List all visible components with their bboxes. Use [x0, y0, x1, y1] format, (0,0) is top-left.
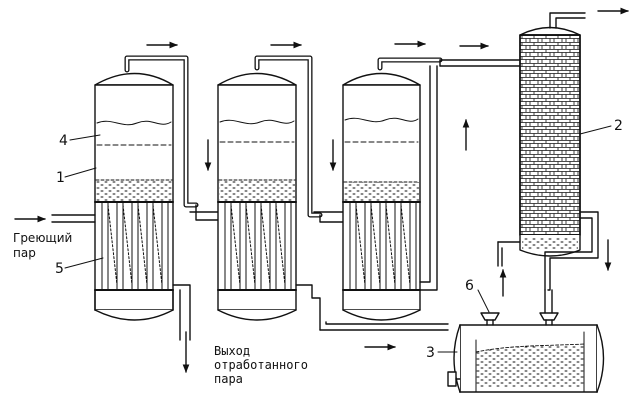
evaporator-1	[94, 55, 199, 321]
label-3: 3	[426, 345, 435, 361]
heating-steam-label-line2: пар	[13, 246, 36, 260]
leader-lines	[64, 125, 612, 353]
exhaust-label-line3: пара	[214, 372, 243, 386]
flow-arrows	[146, 7, 629, 351]
exhaust-label-line1: Выход	[214, 344, 250, 358]
heating-steam-label-line1: Греющий	[13, 231, 72, 245]
label-2: 2	[614, 118, 623, 134]
heating-steam-inlet	[14, 214, 96, 223]
condenser	[497, 12, 599, 291]
product-transfer-line	[319, 321, 449, 331]
evaporator-3	[313, 57, 443, 321]
label-5: 5	[55, 261, 64, 277]
label-6: 6	[465, 278, 474, 294]
label-1: 1	[56, 170, 65, 186]
exhaust-steam-outlet	[172, 284, 191, 373]
exhaust-label-line2: отработанного	[214, 358, 308, 372]
vapor-line-to-condenser	[419, 59, 521, 291]
valve-6	[480, 289, 559, 326]
evaporator-2	[189, 55, 323, 331]
label-4: 4	[59, 133, 68, 149]
collector-tank	[447, 324, 605, 393]
